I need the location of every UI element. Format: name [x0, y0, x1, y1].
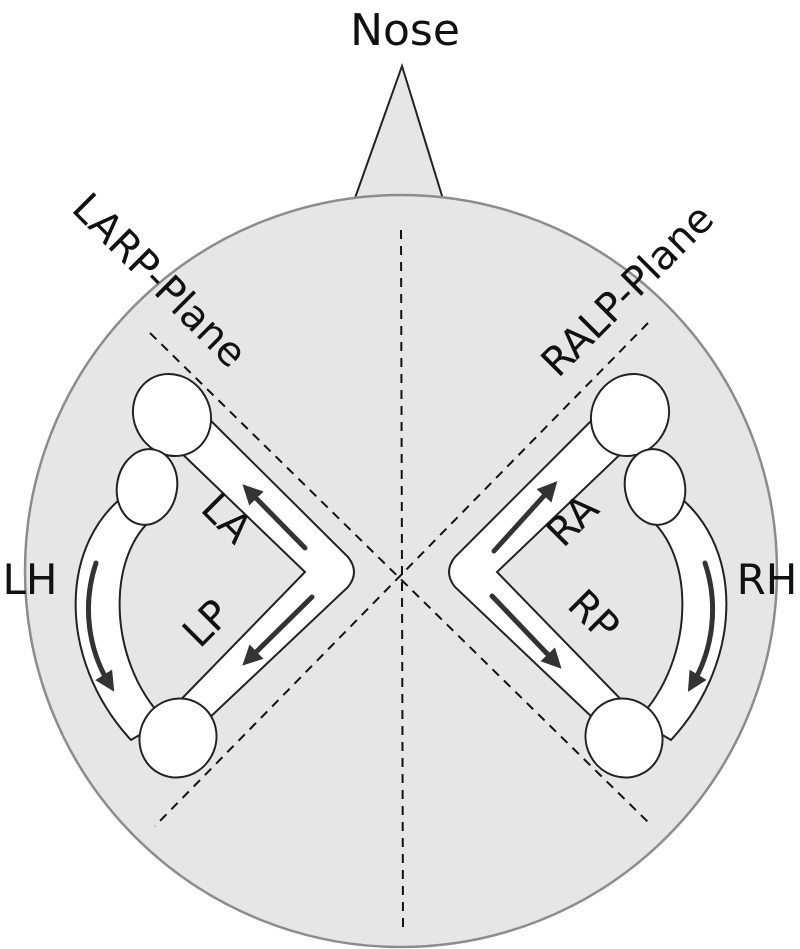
right-horizontal-ampulla: [623, 448, 687, 526]
ralp-plane-line: [154, 322, 649, 827]
left-horizontal-arrow: [86, 560, 115, 692]
right-horizontal-label: RH: [737, 555, 798, 604]
right-canals: [448, 372, 728, 779]
midline-dashed: [400, 229, 404, 929]
nose-shape: [348, 62, 449, 213]
right-horizontal-arrow: [687, 560, 716, 692]
left-posterior-ampulla: [138, 697, 218, 779]
left-canals: [74, 372, 355, 779]
left-posterior-arrow: [242, 594, 315, 666]
left-anterior-ampulla: [131, 372, 213, 458]
nose-label: Nose: [350, 5, 460, 56]
right-posterior-arrow: [489, 593, 562, 669]
plane-lines: [149, 229, 649, 929]
left-anterior-arrow: [242, 484, 308, 551]
larp-plane-line: [149, 332, 649, 823]
right-anterior-arrow: [491, 481, 558, 554]
right-anterior-ampulla: [589, 372, 671, 458]
flow-arrows: [86, 481, 716, 692]
left-horizontal-label: LH: [3, 555, 58, 604]
left-horizontal-ampulla: [115, 448, 179, 526]
right-posterior-ampulla: [584, 697, 664, 779]
